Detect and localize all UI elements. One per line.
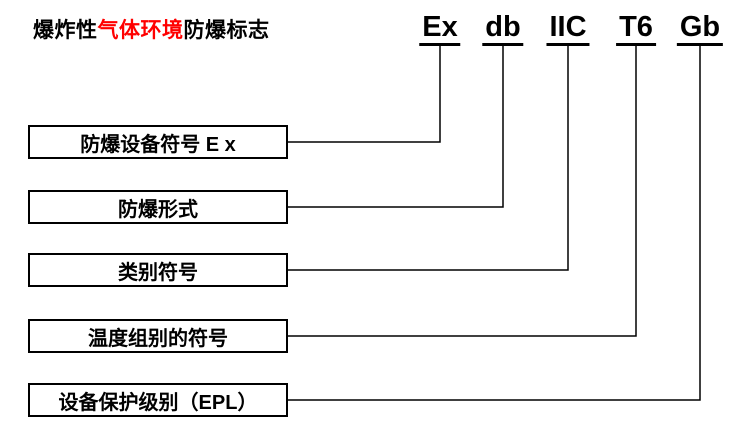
label-box-protection-type: 防爆形式 xyxy=(28,190,288,224)
connector-ex xyxy=(288,46,441,143)
label-box-temperature-class: 温度组别的符号 xyxy=(28,319,288,353)
marking-symbol-ex: Ex xyxy=(419,12,461,47)
title-part-black-1: 爆炸性 xyxy=(33,19,98,42)
marking-symbol-iic: IIC xyxy=(546,12,590,47)
marking-symbol-gb: Gb xyxy=(676,12,724,47)
diagram-title: 爆炸性气体环境防爆标志 xyxy=(33,18,270,43)
marking-symbol-t6: T6 xyxy=(616,12,656,47)
connector-t6 xyxy=(288,46,637,337)
label-box-group-symbol: 类别符号 xyxy=(28,253,288,287)
connector-gb xyxy=(288,46,701,401)
label-box-device-symbol: 防爆设备符号 E x xyxy=(28,125,288,159)
label-box-epl: 设备保护级别（EPL） xyxy=(28,383,288,417)
title-part-red: 气体环境 xyxy=(97,19,184,42)
title-part-black-2: 防爆标志 xyxy=(183,19,270,42)
marking-symbol-db: db xyxy=(482,12,524,47)
connector-db xyxy=(288,46,504,208)
connector-iic xyxy=(288,46,569,271)
